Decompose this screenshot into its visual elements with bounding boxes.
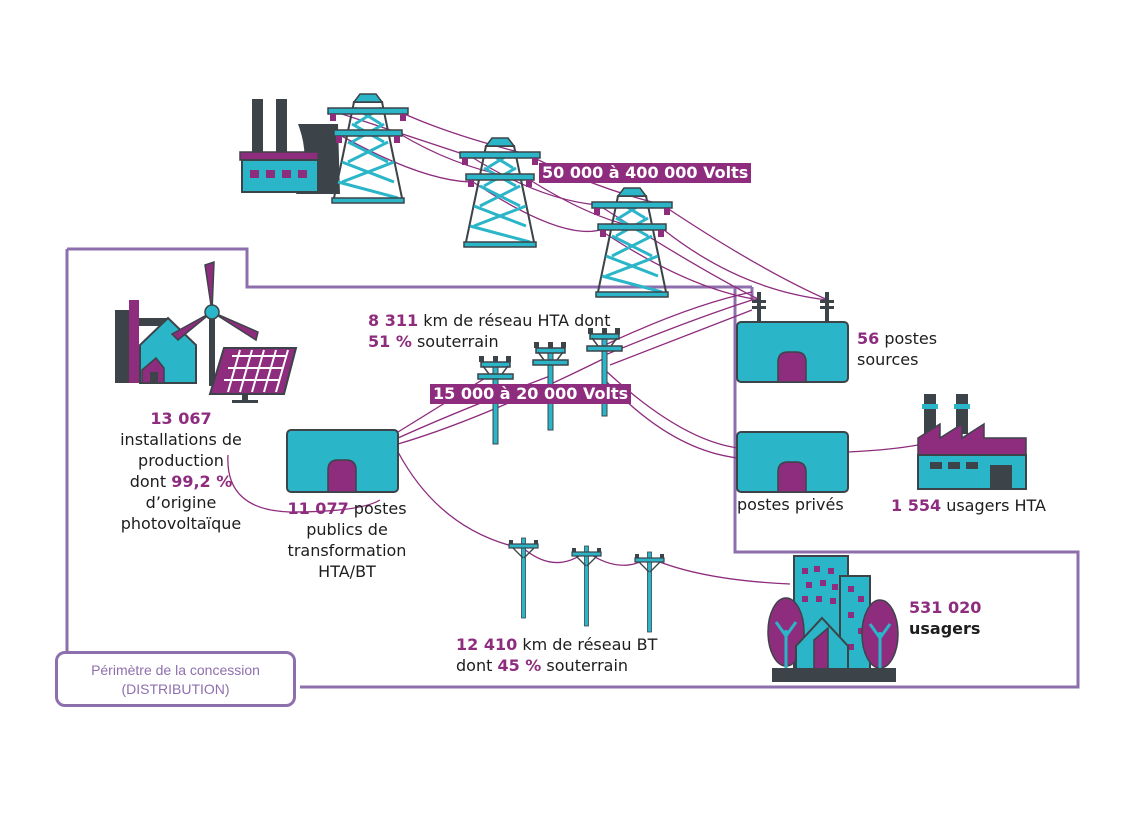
public-stations-count: 11 077 [287, 499, 349, 518]
public-substation-icon [286, 429, 399, 493]
bt-underground-text: souterrain [546, 656, 629, 675]
hta-users-text: usagers HTA [946, 496, 1046, 515]
production-pv-pct: 99,2 % [171, 472, 233, 491]
production-line-2: production [138, 451, 224, 470]
bt-network-label: 12 410 km de réseau BT dont 45 % souterr… [456, 634, 657, 676]
production-line-3: dont [129, 472, 167, 491]
concession-perimeter-legend: Périmètre de la concession (DISTRIBUTION… [55, 651, 296, 707]
bt-km-text: km de réseau BT [522, 635, 658, 654]
transmission-tower [326, 92, 410, 205]
production-line-5: photovoltaïque [120, 514, 242, 533]
bt-km-value: 12 410 [456, 635, 518, 654]
distribution-voltage-tag: 15 000 à 20 000 Volts [430, 384, 632, 404]
hta-factory-icon [917, 394, 1027, 490]
users-text: usagers [909, 619, 981, 638]
transmission-tower [458, 136, 542, 249]
bt-pole [634, 551, 665, 633]
public-stations-line-2: publics de [306, 520, 388, 539]
production-line-4: d’origine [145, 493, 217, 512]
production-icons [115, 260, 298, 403]
public-stations-line-3: transformation [287, 541, 407, 560]
bt-prefix: dont [456, 656, 493, 675]
power-plant [239, 99, 340, 194]
public-stations-line-1: postes [353, 499, 407, 518]
production-count: 13 067 [150, 409, 212, 428]
public-stations-label: 11 077 postes publics de transformation … [270, 498, 424, 582]
hta-underground-pct: 51 % [368, 332, 412, 351]
source-stations-line-1: postes [884, 329, 938, 348]
transmission-tower [590, 186, 674, 299]
hta-underground-text: souterrain [416, 332, 499, 351]
source-stations-line-2: sources [857, 350, 919, 369]
bt-underground-pct: 45 % [497, 656, 542, 675]
production-label: 13 067 installations de production dont … [104, 408, 258, 534]
city-users-icon [767, 555, 899, 682]
hta-km-value: 8 311 [368, 311, 419, 330]
source-stations-count: 56 [857, 329, 880, 348]
source-substation-icon [736, 292, 849, 383]
hta-km-text: km de réseau HTA dont [423, 311, 611, 330]
private-substation-icon [736, 431, 849, 493]
hta-users-label: 1 554 usagers HTA [891, 495, 1046, 516]
bt-pole [508, 537, 539, 619]
high-voltage-wires [335, 111, 829, 301]
source-stations-label: 56 postes sources [857, 328, 937, 370]
hta-users-count: 1 554 [891, 496, 942, 515]
users-count: 531 020 [909, 598, 982, 617]
production-line-1: installations de [120, 430, 242, 449]
users-label: 531 020 usagers [909, 597, 981, 639]
hta-network-label: 8 311 km de réseau HTA dont 51 % souterr… [368, 310, 610, 352]
public-stations-line-4: HTA/BT [318, 562, 376, 581]
private-stations-label: postes privés [737, 495, 844, 514]
perimeter-line-2: (DISTRIBUTION) [121, 681, 230, 697]
transport-voltage-tag: 50 000 à 400 000 Volts [539, 163, 752, 183]
perimeter-line-1: Périmètre de la concession [91, 662, 260, 678]
